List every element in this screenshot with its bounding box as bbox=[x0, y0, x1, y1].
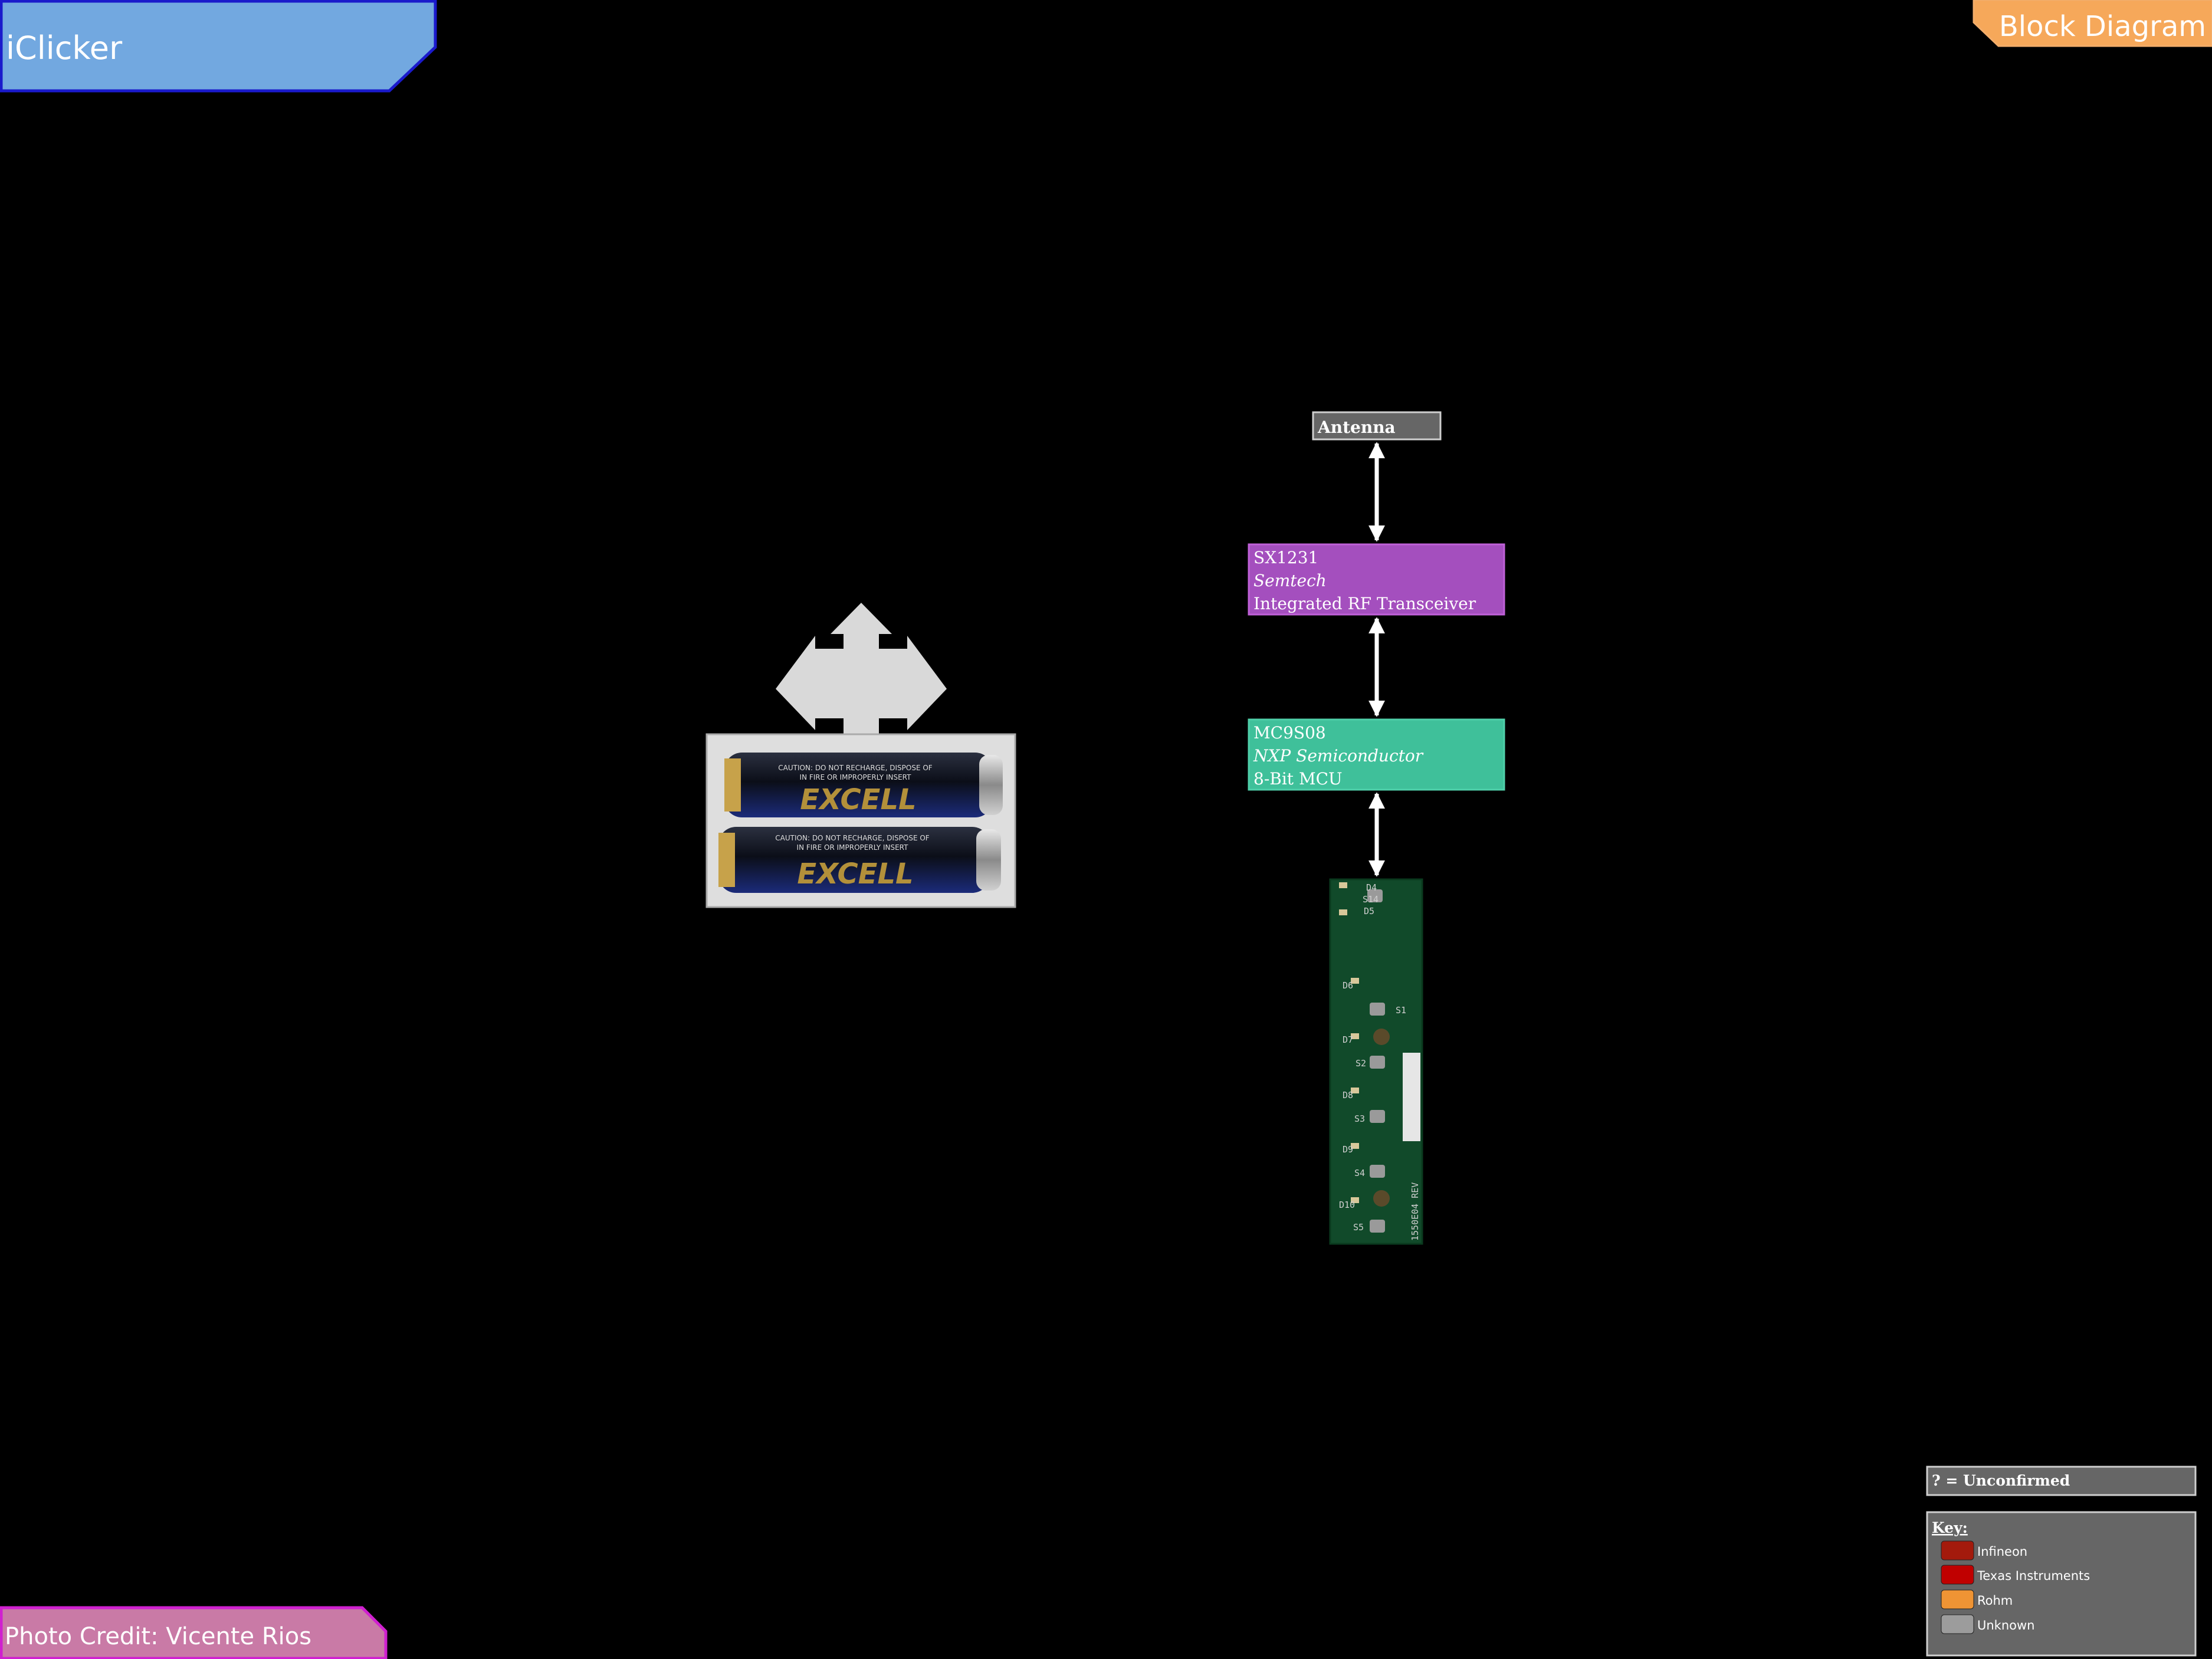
rf-part-number: SX1231 bbox=[1253, 548, 1318, 567]
svg-text:Texas Instruments: Texas Instruments bbox=[1977, 1569, 2090, 1583]
legend-item: Rohm bbox=[1941, 1589, 2013, 1609]
section-tab: Block Diagram bbox=[1973, 0, 2212, 47]
svg-text:D10: D10 bbox=[1339, 1200, 1355, 1210]
legend-title: Key: bbox=[1932, 1519, 1968, 1536]
pcb-photo: D4 S14 D5 D6 S1 D7 S2 D8 S3 D9 S4 D10 S5… bbox=[1329, 878, 1423, 1245]
svg-text:Infineon: Infineon bbox=[1977, 1545, 2027, 1559]
pcb-revision: 1550E04 REV bbox=[1410, 1182, 1420, 1241]
legend-item: Texas Instruments bbox=[1941, 1565, 2090, 1585]
legend-item: Infineon bbox=[1941, 1540, 2027, 1561]
svg-text:D9: D9 bbox=[1343, 1144, 1353, 1155]
rf-manufacturer: Semtech bbox=[1253, 571, 1327, 590]
photo-credit-tab: Photo Credit: Vicente Rios bbox=[0, 1606, 388, 1659]
move-handle-icon[interactable] bbox=[776, 603, 947, 734]
svg-text:S5: S5 bbox=[1353, 1222, 1364, 1233]
battery-brand: EXCELL bbox=[800, 783, 916, 816]
title-tab: iClicker bbox=[0, 0, 437, 93]
battery-photo: CAUTION: DO NOT RECHARGE, DISPOSE OF IN … bbox=[705, 733, 1016, 908]
mcu-block: MC9S08 NXP Semiconductor 8-Bit MCU bbox=[1248, 718, 1505, 791]
svg-text:D4: D4 bbox=[1366, 882, 1377, 893]
svg-text:Unknown: Unknown bbox=[1977, 1618, 2034, 1632]
mcu-manufacturer: NXP Semiconductor bbox=[1253, 746, 1424, 766]
app-title: iClicker bbox=[6, 29, 123, 67]
svg-text:EXCELL: EXCELL bbox=[797, 858, 913, 891]
svg-text:IN FIRE OR IMPROPERLY INSERT: IN FIRE OR IMPROPERLY INSERT bbox=[797, 843, 909, 852]
svg-text:S2: S2 bbox=[1356, 1058, 1366, 1069]
antenna-label: Antenna bbox=[1317, 418, 1396, 437]
svg-text:? = Unconfirmed: ? = Unconfirmed bbox=[1932, 1472, 2070, 1489]
antenna-block: Antenna bbox=[1312, 411, 1442, 441]
unconfirmed-note: ? = Unconfirmed bbox=[1926, 1466, 2197, 1496]
section-title: Block Diagram bbox=[1999, 10, 2206, 43]
svg-text:CAUTION: DO NOT RECHARGE, DISP: CAUTION: DO NOT RECHARGE, DISPOSE OF bbox=[778, 764, 933, 772]
svg-text:S4: S4 bbox=[1354, 1168, 1365, 1178]
rf-description: Integrated RF Transceiver bbox=[1253, 594, 1476, 613]
battery-cell-bottom: CAUTION: DO NOT RECHARGE, DISPOSE OF IN … bbox=[718, 827, 1001, 893]
photo-credit: Photo Credit: Vicente Rios bbox=[5, 1623, 311, 1650]
legend-key: Key: Infineon Texas Instruments Rohm Unk… bbox=[1926, 1511, 2197, 1657]
battery-cell-top: CAUTION: DO NOT RECHARGE, DISPOSE OF IN … bbox=[724, 753, 1003, 817]
mcu-description: 8-Bit MCU bbox=[1253, 769, 1343, 789]
svg-text:S14: S14 bbox=[1363, 894, 1379, 905]
svg-text:S3: S3 bbox=[1354, 1113, 1365, 1124]
svg-text:IN FIRE OR IMPROPERLY INSERT: IN FIRE OR IMPROPERLY INSERT bbox=[800, 773, 912, 781]
svg-text:D5: D5 bbox=[1364, 906, 1374, 916]
svg-text:CAUTION: DO NOT RECHARGE, DISP: CAUTION: DO NOT RECHARGE, DISPOSE OF bbox=[775, 834, 930, 842]
rf-transceiver-block: SX1231 Semtech Integrated RF Transceiver bbox=[1248, 543, 1505, 616]
svg-text:S1: S1 bbox=[1396, 1005, 1406, 1016]
svg-text:D6: D6 bbox=[1343, 980, 1353, 991]
svg-text:D7: D7 bbox=[1343, 1034, 1353, 1045]
svg-text:Rohm: Rohm bbox=[1977, 1594, 2013, 1608]
mcu-part-number: MC9S08 bbox=[1253, 723, 1326, 743]
legend-item: Unknown bbox=[1941, 1614, 2034, 1634]
svg-text:D8: D8 bbox=[1343, 1090, 1353, 1100]
